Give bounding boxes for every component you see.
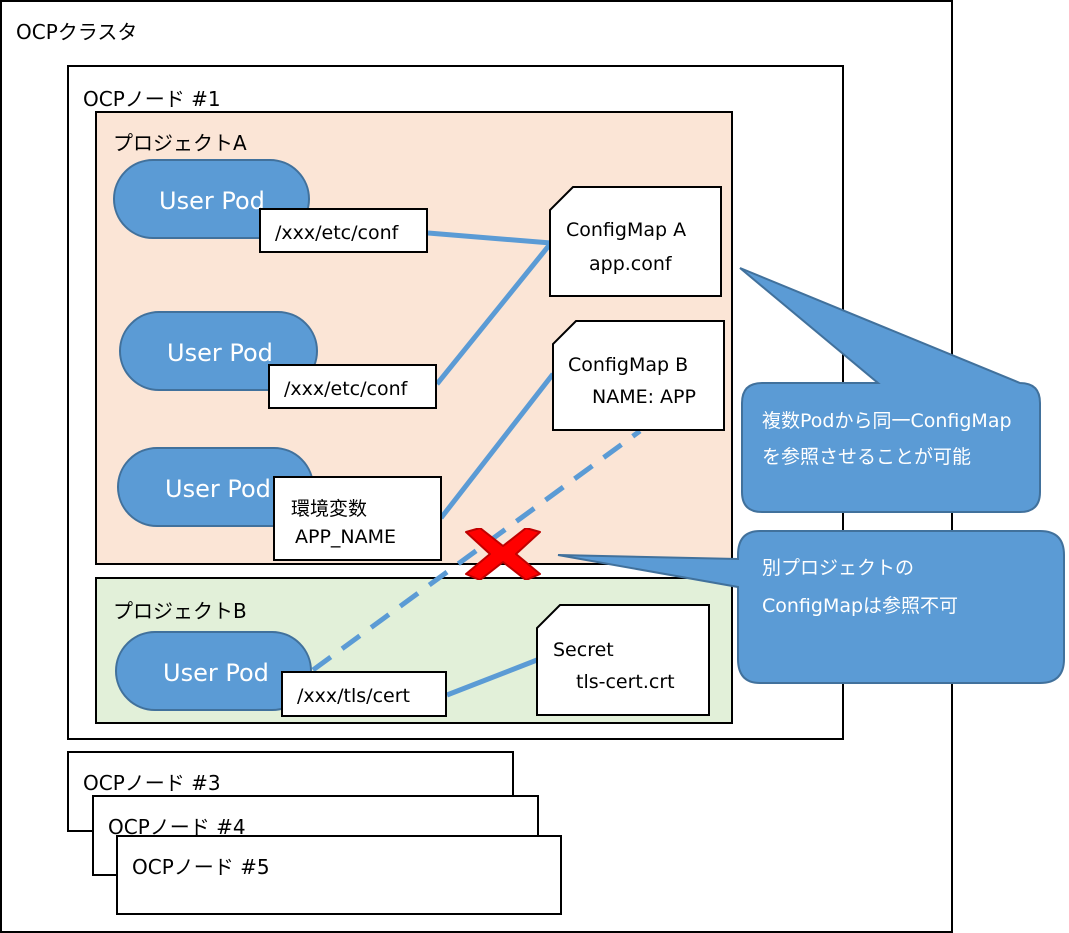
user-pod-2[interactable]: User Pod xyxy=(119,311,318,391)
configmap-b-title: ConfigMap B xyxy=(568,354,689,376)
link-pod4-configmap-b-denied xyxy=(311,428,642,673)
callout-cross-project-line1: 別プロジェクトの xyxy=(762,557,915,579)
node-5-label: OCPノード #5 xyxy=(132,855,270,879)
callout-cross-project-line2: ConfigMapは参照不可 xyxy=(762,595,959,617)
secret-content: tls-cert.crt xyxy=(576,671,675,693)
callout-shared-shape xyxy=(739,267,1041,513)
secret-title: Secret xyxy=(553,639,614,661)
cluster-label: OCPクラスタ xyxy=(16,20,138,44)
node-1-label: OCPノード #1 xyxy=(83,87,221,111)
user-pod-2-label: User Pod xyxy=(167,339,273,367)
callout-shared-line2: を参照させることが可能 xyxy=(762,446,972,468)
configmap-a-shape xyxy=(549,186,722,297)
mount-path-2: /xxx/etc/conf xyxy=(268,364,437,409)
callout-shared: 複数Podから同一ConfigMap を参照させることが可能 xyxy=(742,383,1068,513)
mount-path-4-text: /xxx/tls/cert xyxy=(297,685,410,707)
env-var-box: 環境変数 APP_NAME xyxy=(273,476,442,561)
project-a-label: プロジェクトA xyxy=(113,131,247,155)
callout-shared-line1: 複数Podから同一ConfigMap xyxy=(762,410,1012,432)
node-3-label: OCPノード #3 xyxy=(83,771,221,795)
link-pod4-secret xyxy=(446,657,538,698)
link-pod1-configmap-a xyxy=(427,230,552,246)
mount-path-1-text: /xxx/etc/conf xyxy=(275,222,399,244)
user-pod-3-label: User Pod xyxy=(165,475,271,503)
configmap-a-title: ConfigMap A xyxy=(566,219,687,241)
user-pod-4-label: User Pod xyxy=(163,659,269,687)
callout-cross-project: 別プロジェクトの ConfigMapは参照不可 xyxy=(738,531,1064,683)
project-b-label: プロジェクトB xyxy=(113,599,247,623)
configmap-b-content: NAME: APP xyxy=(592,386,696,408)
callout-cross-project-shape xyxy=(557,530,1065,684)
secret-shape xyxy=(536,604,710,716)
secret-doc[interactable]: Secret tls-cert.crt xyxy=(536,604,711,717)
user-pod-1-label: User Pod xyxy=(159,187,265,215)
configmap-a[interactable]: ConfigMap A app.conf xyxy=(549,186,723,298)
user-pod-4[interactable]: User Pod xyxy=(115,631,312,711)
env-var-name: APP_NAME xyxy=(295,526,397,548)
node-5-box: OCPノード #5 xyxy=(116,835,562,915)
env-var-title: 環境変数 xyxy=(291,498,368,520)
deny-x-icon xyxy=(465,528,541,580)
mount-path-1: /xxx/etc/conf xyxy=(259,208,428,253)
configmap-a-content: app.conf xyxy=(589,253,672,275)
configmap-b-shape xyxy=(552,320,725,431)
configmap-b[interactable]: ConfigMap B NAME: APP xyxy=(552,320,726,432)
link-env-configmap-b xyxy=(439,372,555,520)
link-pod2-configmap-a xyxy=(435,241,553,386)
mount-path-4: /xxx/tls/cert xyxy=(281,671,447,717)
mount-path-2-text: /xxx/etc/conf xyxy=(284,378,408,400)
